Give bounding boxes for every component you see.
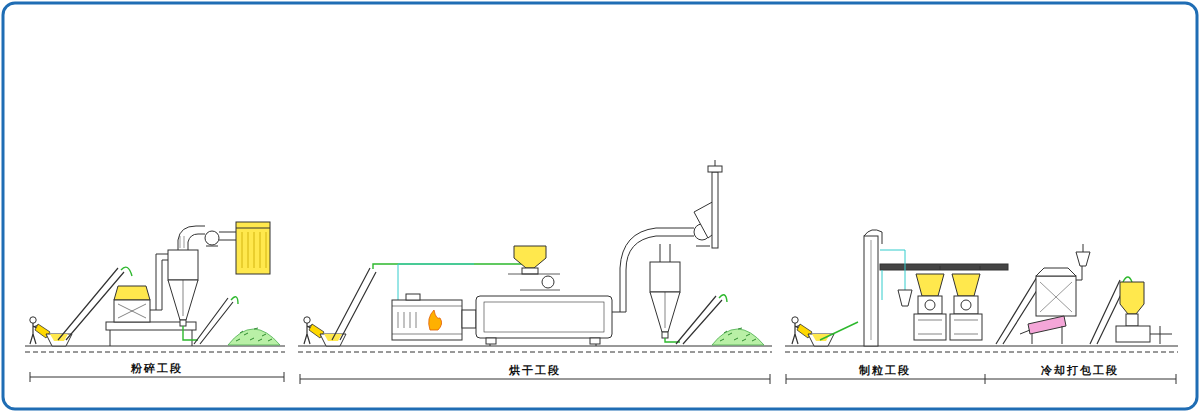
section-label: 冷却打包工段 (1039, 364, 1121, 377)
crushing-section (30, 222, 280, 346)
ground-lines (25, 346, 1178, 352)
pelleting-packing-section (792, 230, 1172, 346)
drying-section (304, 160, 764, 346)
section-brackets (30, 372, 1176, 384)
section-label: 制粒工段 (857, 364, 913, 377)
frame (3, 3, 1197, 409)
section-label: 烘干工段 (507, 364, 563, 377)
section-label: 粉碎工段 (129, 362, 185, 375)
